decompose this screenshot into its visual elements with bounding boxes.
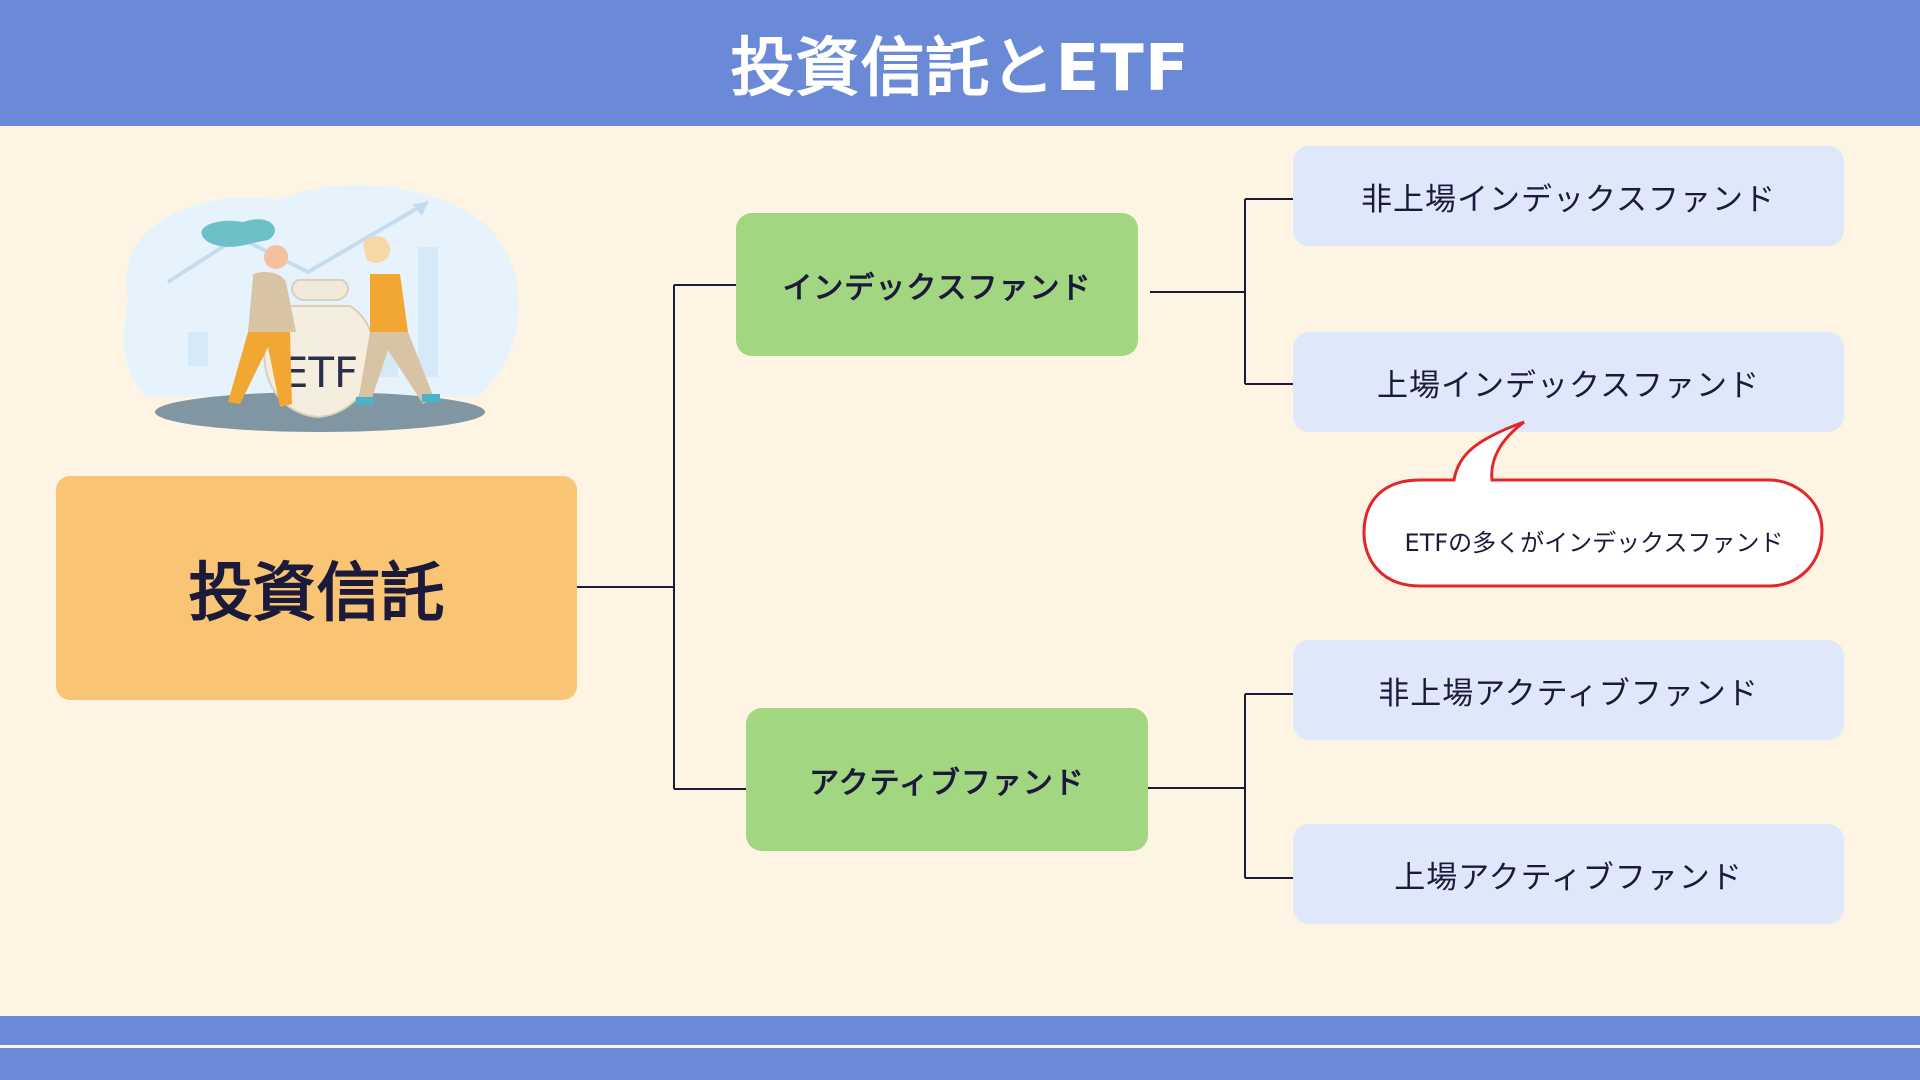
leaf-listed-active-fund: 上場アクティブファンド	[1293, 824, 1844, 924]
leaf-listed-index-fund: 上場インデックスファンド	[1293, 332, 1844, 432]
speech-bubble-icon	[1362, 420, 1824, 588]
leaf-unlisted-index-fund: 非上場インデックスファンド	[1293, 146, 1844, 246]
footer-band-upper	[0, 1016, 1920, 1045]
page-title: 投資信託とETF	[730, 32, 1190, 106]
branch-label: アクティブファンド	[809, 765, 1085, 801]
root-label: 投資信託	[188, 557, 445, 631]
bag-label: ETF	[282, 348, 358, 397]
footer-band-lower	[0, 1048, 1920, 1080]
leaf-label: 上場アクティブファンド	[1394, 859, 1743, 896]
leaf-label: 上場インデックスファンド	[1376, 367, 1761, 404]
etf-money-bag-illustration-icon: ETF	[124, 185, 519, 432]
branch-label: インデックスファンド	[782, 270, 1092, 306]
root-node: 投資信託	[56, 476, 577, 700]
branch-active-fund: アクティブファンド	[746, 708, 1148, 851]
branch-index-fund: インデックスファンド	[736, 213, 1138, 356]
leaf-label: 非上場アクティブファンド	[1378, 675, 1759, 712]
callout-text: ETFの多くがインデックスファンド	[1404, 528, 1784, 557]
leaf-label: 非上場インデックスファンド	[1360, 181, 1777, 218]
leaf-unlisted-active-fund: 非上場アクティブファンド	[1293, 640, 1844, 740]
header-bar: 投資信託とETF	[0, 0, 1920, 126]
